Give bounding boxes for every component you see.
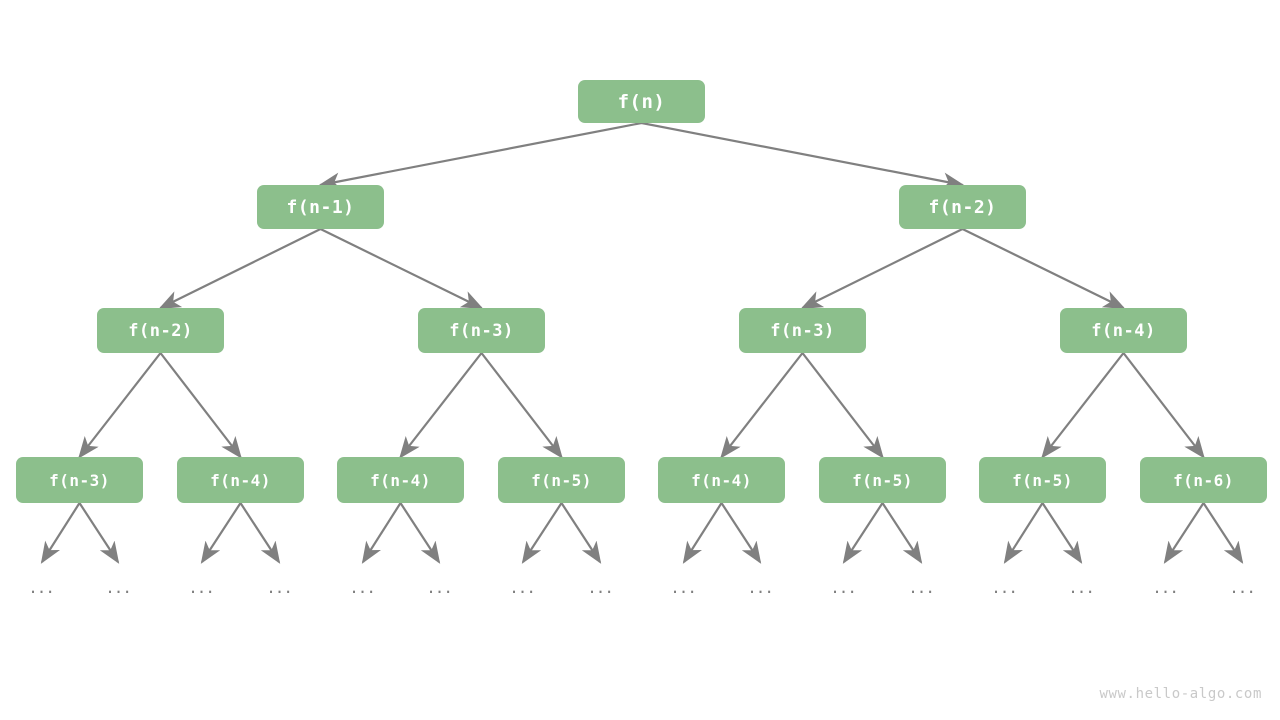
tree-node-n7: f(n-3) bbox=[16, 457, 143, 503]
tree-stub-edge-n11-9 bbox=[720, 502, 762, 564]
tree-node-label: f(n-5) bbox=[852, 470, 913, 490]
tree-node-label: f(n-5) bbox=[531, 470, 592, 490]
tree-stub-edge-n10-7 bbox=[560, 502, 602, 564]
ellipsis-marker: ... bbox=[749, 576, 775, 598]
tree-edge-n3-to-n8 bbox=[159, 352, 242, 459]
tree-node-label: f(n-4) bbox=[691, 470, 752, 490]
ellipsis-marker: ... bbox=[428, 576, 454, 598]
tree-node-label: f(n-3) bbox=[449, 320, 514, 341]
ellipsis-marker: ... bbox=[351, 576, 377, 598]
tree-stub-edge-n13-13 bbox=[1041, 502, 1083, 564]
ellipsis-marker: ... bbox=[1154, 576, 1180, 598]
tree-stub-edge-n9-4 bbox=[361, 502, 402, 564]
tree-edge-n5-to-n11 bbox=[720, 352, 804, 459]
tree-node-label: f(n-3) bbox=[49, 470, 110, 490]
tree-node-label: f(n-4) bbox=[370, 470, 431, 490]
tree-node-n14: f(n-6) bbox=[1140, 457, 1267, 503]
tree-node-n9: f(n-4) bbox=[337, 457, 464, 503]
tree-edge-n1-to-n4 bbox=[320, 228, 484, 309]
tree-node-n13: f(n-5) bbox=[979, 457, 1106, 503]
tree-node-n0: f(n) bbox=[578, 80, 705, 123]
tree-stub-edge-n7-1 bbox=[78, 502, 120, 564]
tree-node-n8: f(n-4) bbox=[177, 457, 304, 503]
tree-stub-edge-n8-3 bbox=[239, 502, 281, 564]
tree-edge-n6-to-n13 bbox=[1041, 352, 1125, 459]
tree-edge-n5-to-n12 bbox=[801, 352, 884, 459]
tree-node-n4: f(n-3) bbox=[418, 308, 545, 353]
tree-node-label: f(n-2) bbox=[128, 320, 193, 341]
ellipsis-marker: ... bbox=[1231, 576, 1257, 598]
tree-node-label: f(n-4) bbox=[1091, 320, 1156, 341]
tree-stub-edge-n11-8 bbox=[682, 502, 723, 564]
tree-node-n6: f(n-4) bbox=[1060, 308, 1187, 353]
tree-node-label: f(n-1) bbox=[286, 196, 355, 218]
tree-node-n2: f(n-2) bbox=[899, 185, 1026, 229]
tree-edge-n0-to-n1 bbox=[318, 121, 642, 190]
ellipsis-marker: ... bbox=[1070, 576, 1096, 598]
tree-stub-edge-n14-15 bbox=[1202, 502, 1244, 564]
tree-node-label: f(n-2) bbox=[928, 196, 997, 218]
ellipsis-marker: ... bbox=[672, 576, 698, 598]
tree-edge-n2-to-n5 bbox=[800, 228, 963, 309]
tree-node-label: f(n-3) bbox=[770, 320, 835, 341]
tree-node-n1: f(n-1) bbox=[257, 185, 384, 229]
ellipsis-marker: ... bbox=[511, 576, 537, 598]
ellipsis-marker: ... bbox=[910, 576, 936, 598]
tree-stub-edges bbox=[40, 502, 1244, 564]
tree-edge-n3-to-n7 bbox=[78, 352, 162, 459]
tree-node-label: f(n) bbox=[617, 90, 666, 113]
tree-stub-edge-n9-5 bbox=[399, 502, 441, 564]
tree-node-n5: f(n-3) bbox=[739, 308, 866, 353]
ellipsis-marker: ... bbox=[30, 576, 56, 598]
tree-edge-n1-to-n3 bbox=[158, 228, 321, 309]
ellipsis-marker: ... bbox=[268, 576, 294, 598]
ellipsis-marker: ... bbox=[190, 576, 216, 598]
tree-edge-n6-to-n14 bbox=[1122, 352, 1205, 459]
watermark: www.hello-algo.com bbox=[1099, 686, 1262, 702]
tree-node-label: f(n-5) bbox=[1012, 470, 1073, 490]
tree-stub-edge-n12-11 bbox=[881, 502, 923, 564]
tree-node-label: f(n-4) bbox=[210, 470, 271, 490]
ellipsis-marker: ... bbox=[993, 576, 1019, 598]
tree-edge-n2-to-n6 bbox=[962, 228, 1126, 309]
ellipsis-marker: ... bbox=[832, 576, 858, 598]
tree-node-n10: f(n-5) bbox=[498, 457, 625, 503]
tree-stub-edge-n8-2 bbox=[200, 502, 242, 564]
tree-node-label: f(n-6) bbox=[1173, 470, 1234, 490]
tree-stub-edge-n12-10 bbox=[842, 502, 884, 564]
tree-node-n11: f(n-4) bbox=[658, 457, 785, 503]
tree-edge-n4-to-n10 bbox=[480, 352, 563, 459]
tree-node-n3: f(n-2) bbox=[97, 308, 224, 353]
tree-stub-edge-n14-14 bbox=[1163, 502, 1205, 564]
tree-stub-edge-n13-12 bbox=[1003, 502, 1044, 564]
tree-stub-edge-n10-6 bbox=[521, 502, 563, 564]
tree-edge-n0-to-n2 bbox=[641, 121, 965, 190]
ellipsis-marker: ... bbox=[107, 576, 133, 598]
ellipsis-marker: ... bbox=[589, 576, 615, 598]
tree-edges bbox=[78, 121, 1205, 459]
tree-node-n12: f(n-5) bbox=[819, 457, 946, 503]
tree-edge-n4-to-n9 bbox=[399, 352, 483, 459]
tree-stub-edge-n7-0 bbox=[40, 502, 81, 564]
